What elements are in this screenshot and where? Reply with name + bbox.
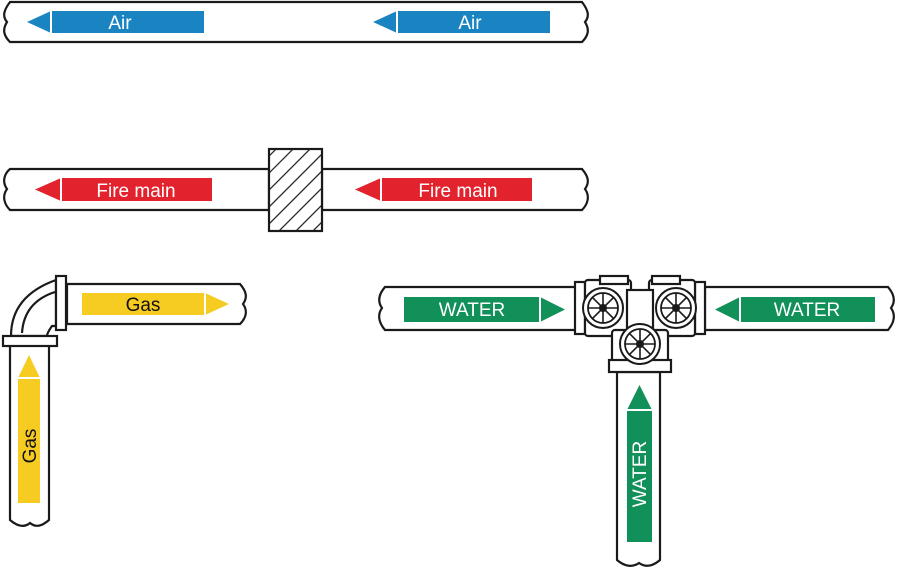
water-marker-left-label: WATER xyxy=(439,300,506,321)
water-marker-down-label: WATER xyxy=(630,441,651,508)
air-marker-left-label: Air xyxy=(108,13,132,34)
gas-marker-vertical-label: Gas xyxy=(20,429,41,464)
fire-main-marker-right-label: Fire main xyxy=(418,181,497,202)
fire-main-marker-right: Fire main xyxy=(355,178,532,202)
air-marker-right: Air xyxy=(373,11,550,34)
gas-pipe: Gas Gas xyxy=(1,274,247,527)
elbow-fitting-icon xyxy=(1,274,68,348)
air-marker-right-label: Air xyxy=(458,13,482,34)
fire-main-marker-left-label: Fire main xyxy=(96,181,175,202)
handwheel-valve-icon xyxy=(573,274,707,374)
water-marker-left: WATER xyxy=(404,297,565,322)
water-marker-right-label: WATER xyxy=(774,300,841,321)
fire-main-marker-left: Fire main xyxy=(35,178,212,202)
gas-marker-horizontal-label: Gas xyxy=(126,295,161,316)
hatched-wall-icon xyxy=(267,147,324,233)
water-marker-right: WATER xyxy=(715,297,875,322)
water-marker-down: WATER xyxy=(627,385,652,542)
water-pipe: WATER WATER WATER xyxy=(378,274,895,567)
fire-main-pipe: Fire main Fire main xyxy=(3,147,589,233)
gas-marker-vertical: Gas xyxy=(18,355,41,503)
gas-marker-horizontal: Gas xyxy=(82,293,229,316)
air-pipe: Air Air xyxy=(3,0,589,44)
air-marker-left: Air xyxy=(27,11,204,34)
